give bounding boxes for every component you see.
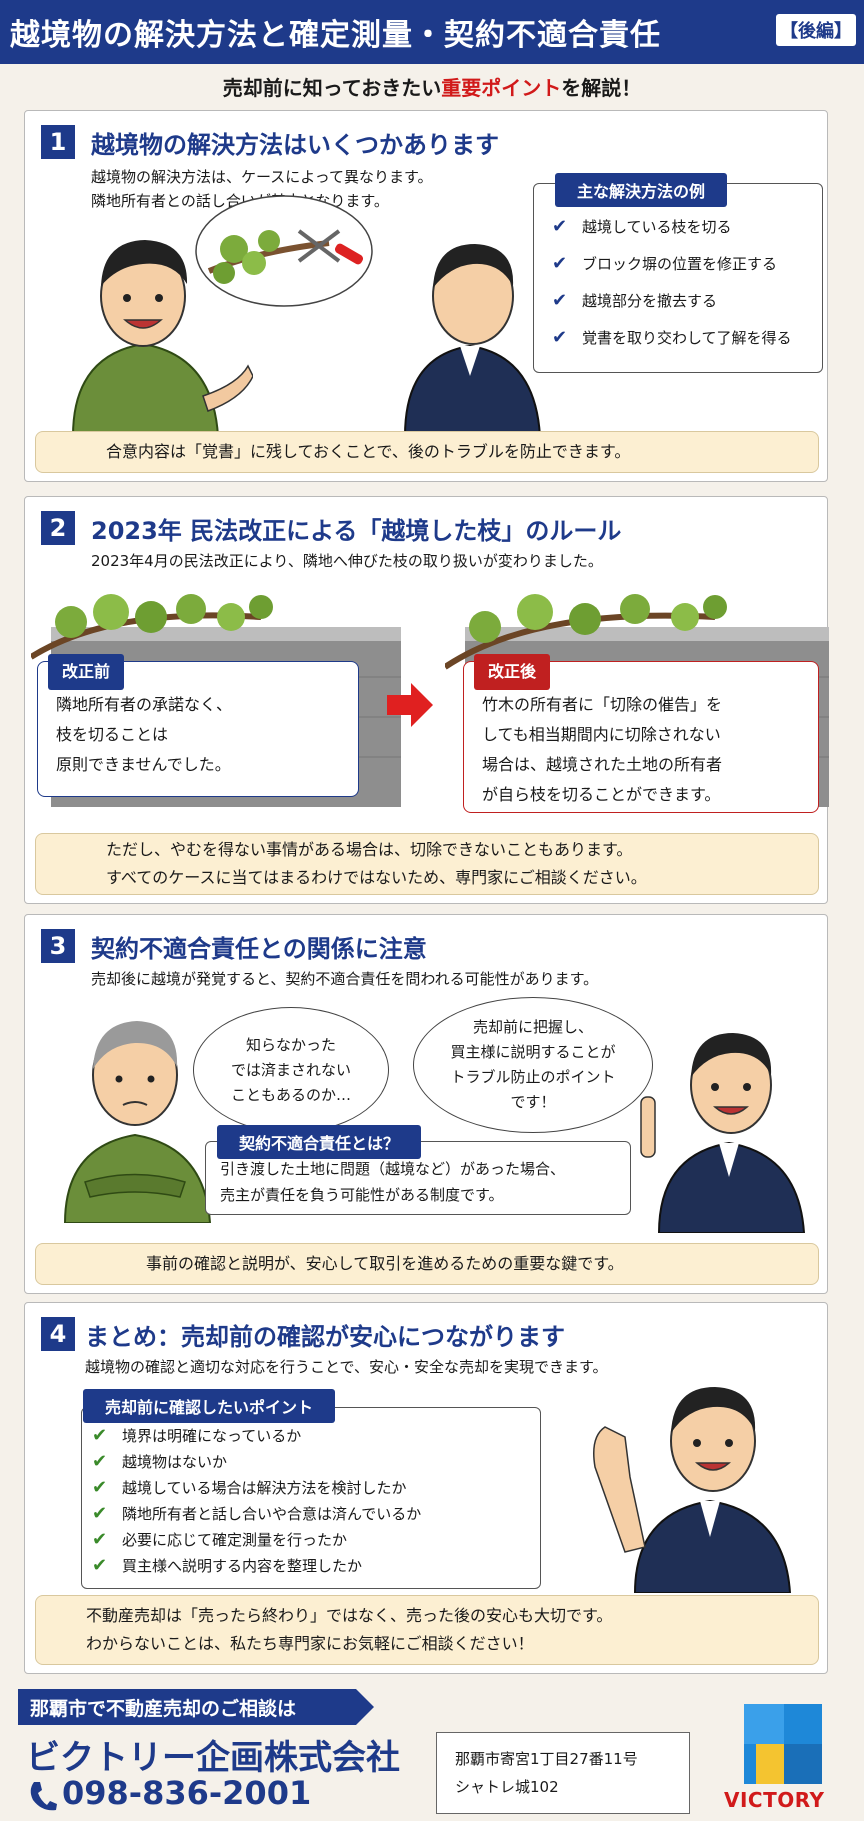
list-item: ✔越境している枝を切る — [552, 216, 732, 237]
speech-bubble-left: 知らなかった では済まされない こともあるのか… — [193, 1007, 389, 1133]
section-note: 合意内容は「覚書」に残しておくことで、後のトラブルを防止できます。 — [35, 431, 819, 473]
edition-tag: 【後編】 — [776, 14, 856, 46]
page-title: 越境物の解決方法と確定測量・契約不適合責任 — [10, 18, 661, 53]
section-title: 越境物の解決方法はいくつかあります — [91, 131, 499, 159]
check-icon: ✔ — [552, 216, 568, 237]
section-desc: 2023年4月の民法改正により、隣地へ伸びた枝の取り扱いが変わりました。 — [91, 552, 603, 570]
section-number: 3 — [41, 929, 75, 963]
list-item: ✔越境物はないか — [92, 1450, 228, 1472]
consultation-banner: 那覇市で不動産売却のご相談は — [18, 1689, 374, 1725]
subtitle-highlight: 重要ポイント — [441, 76, 562, 100]
list-item: ✔隣地所有者と話し合いや合意は済んでいるか — [92, 1502, 422, 1524]
speech-bubble-right: 売却前に把握し、 買主様に説明することが トラブル防止のポイント です！ — [413, 997, 653, 1133]
businessman-pointing-illustration — [640, 1033, 806, 1233]
victory-logo-icon — [744, 1704, 822, 1784]
phone-number[interactable]: 098-836-2001 — [62, 1774, 312, 1812]
section-number: 1 — [41, 125, 75, 159]
checklist-box: ✔境界は明確になっているか ✔越境物はないか ✔越境している場合は解決方法を検討… — [81, 1407, 541, 1589]
list-item: ✔越境部分を撤去する — [552, 290, 718, 311]
check-icon: ✔ — [552, 290, 568, 311]
section-title: まとめ：売却前の確認が安心につながります — [85, 1323, 565, 1351]
phone-icon — [30, 1782, 57, 1811]
company-name: ビクトリー企画株式会社 — [26, 1738, 400, 1778]
solutions-box-title: 主な解決方法の例 — [555, 173, 728, 207]
list-item: ✔買主様へ説明する内容を整理したか — [92, 1554, 363, 1576]
check-icon: ✔ — [552, 253, 568, 274]
section-desc: 売却後に越境が発覚すると、契約不適合責任を問われる可能性があります。 — [91, 970, 599, 988]
check-icon: ✔ — [92, 1554, 108, 1576]
address-box: 那覇市寄宮1丁目27番11号 シャトレ城102 — [436, 1732, 690, 1814]
section-title: 契約不適合責任との関係に注意 — [91, 935, 427, 963]
section-2: 2 2023年 民法改正による「越境した枝」のルール 2023年4月の民法改正に… — [24, 496, 829, 904]
man-illustration — [71, 240, 253, 436]
check-icon: ✔ — [552, 327, 568, 348]
after-tag: 改正後 — [474, 654, 551, 690]
subtitle: 売却前に知っておきたい重要ポイントを解説！ — [0, 72, 864, 101]
victory-logo-text: VICTORY — [724, 1788, 825, 1812]
section-number: 4 — [41, 1317, 75, 1351]
pruning-bubble-illustration — [195, 195, 373, 307]
check-icon: ✔ — [92, 1450, 108, 1472]
definition-box-title: 契約不適合責任とは？ — [217, 1125, 422, 1159]
section-title: 2023年 民法改正による「越境した枝」のルール — [91, 517, 622, 545]
list-item: ✔ブロック塀の位置を修正する — [552, 253, 778, 274]
checklist-box-title: 売却前に確認したいポイント — [83, 1389, 336, 1423]
section-note: 不動産売却は「売ったら終わり」ではなく、売った後の安心も大切です。 わからないこ… — [35, 1595, 819, 1665]
list-item: ✔覚書を取り交わして了解を得る — [552, 327, 792, 348]
check-icon: ✔ — [92, 1528, 108, 1550]
section-1: 1 越境物の解決方法はいくつかあります 越境物の解決方法は、ケースによって異なり… — [24, 110, 828, 482]
subtitle-post: を解説！ — [561, 76, 642, 100]
desc-line: 越境物の解決方法は、ケースによって異なります。 — [91, 168, 433, 186]
businessman-waving-illustration — [593, 1387, 792, 1593]
check-icon: ✔ — [92, 1502, 108, 1524]
section-4: 4 まとめ：売却前の確認が安心につながります 越境物の確認と適切な対応を行うこと… — [24, 1302, 828, 1674]
section-number: 2 — [41, 511, 75, 545]
section-3: 3 契約不適合責任との関係に注意 売却後に越境が発覚すると、契約不適合責任を問わ… — [24, 914, 828, 1294]
section-note: 事前の確認と説明が、安心して取引を進めるための重要な鍵です。 — [35, 1243, 819, 1285]
check-icon: ✔ — [92, 1476, 108, 1498]
list-item: ✔必要に応じて確定測量を行ったか — [92, 1528, 348, 1550]
solutions-box: ✔越境している枝を切る ✔ブロック塀の位置を修正する ✔越境部分を撤去する ✔覚… — [533, 183, 823, 373]
header-banner: 越境物の解決方法と確定測量・契約不適合責任 【後編】 — [0, 0, 864, 64]
after-box: 改正後 竹木の所有者に「切除の催告」を しても相当期間内に切除されない 場合は、… — [463, 654, 819, 813]
elderly-man-illustration — [63, 1021, 212, 1223]
list-item: ✔境界は明確になっているか — [92, 1424, 302, 1446]
list-item: ✔越境している場合は解決方法を検討したか — [92, 1476, 407, 1498]
subtitle-pre: 売却前に知っておきたい — [222, 76, 442, 100]
section-desc: 越境物の確認と適切な対応を行うことで、安心・安全な売却を実現できます。 — [85, 1358, 608, 1376]
arrow-right-icon — [387, 683, 433, 727]
before-box: 改正前 隣地所有者の承諾なく、 枝を切ることは 原則できませんでした。 — [37, 654, 359, 797]
businessman-illustration — [403, 244, 542, 436]
section-note: ただし、やむを得ない事情がある場合は、切除できないこともあります。 すべてのケー… — [35, 833, 819, 895]
check-icon: ✔ — [92, 1424, 108, 1446]
before-tag: 改正前 — [48, 654, 125, 690]
